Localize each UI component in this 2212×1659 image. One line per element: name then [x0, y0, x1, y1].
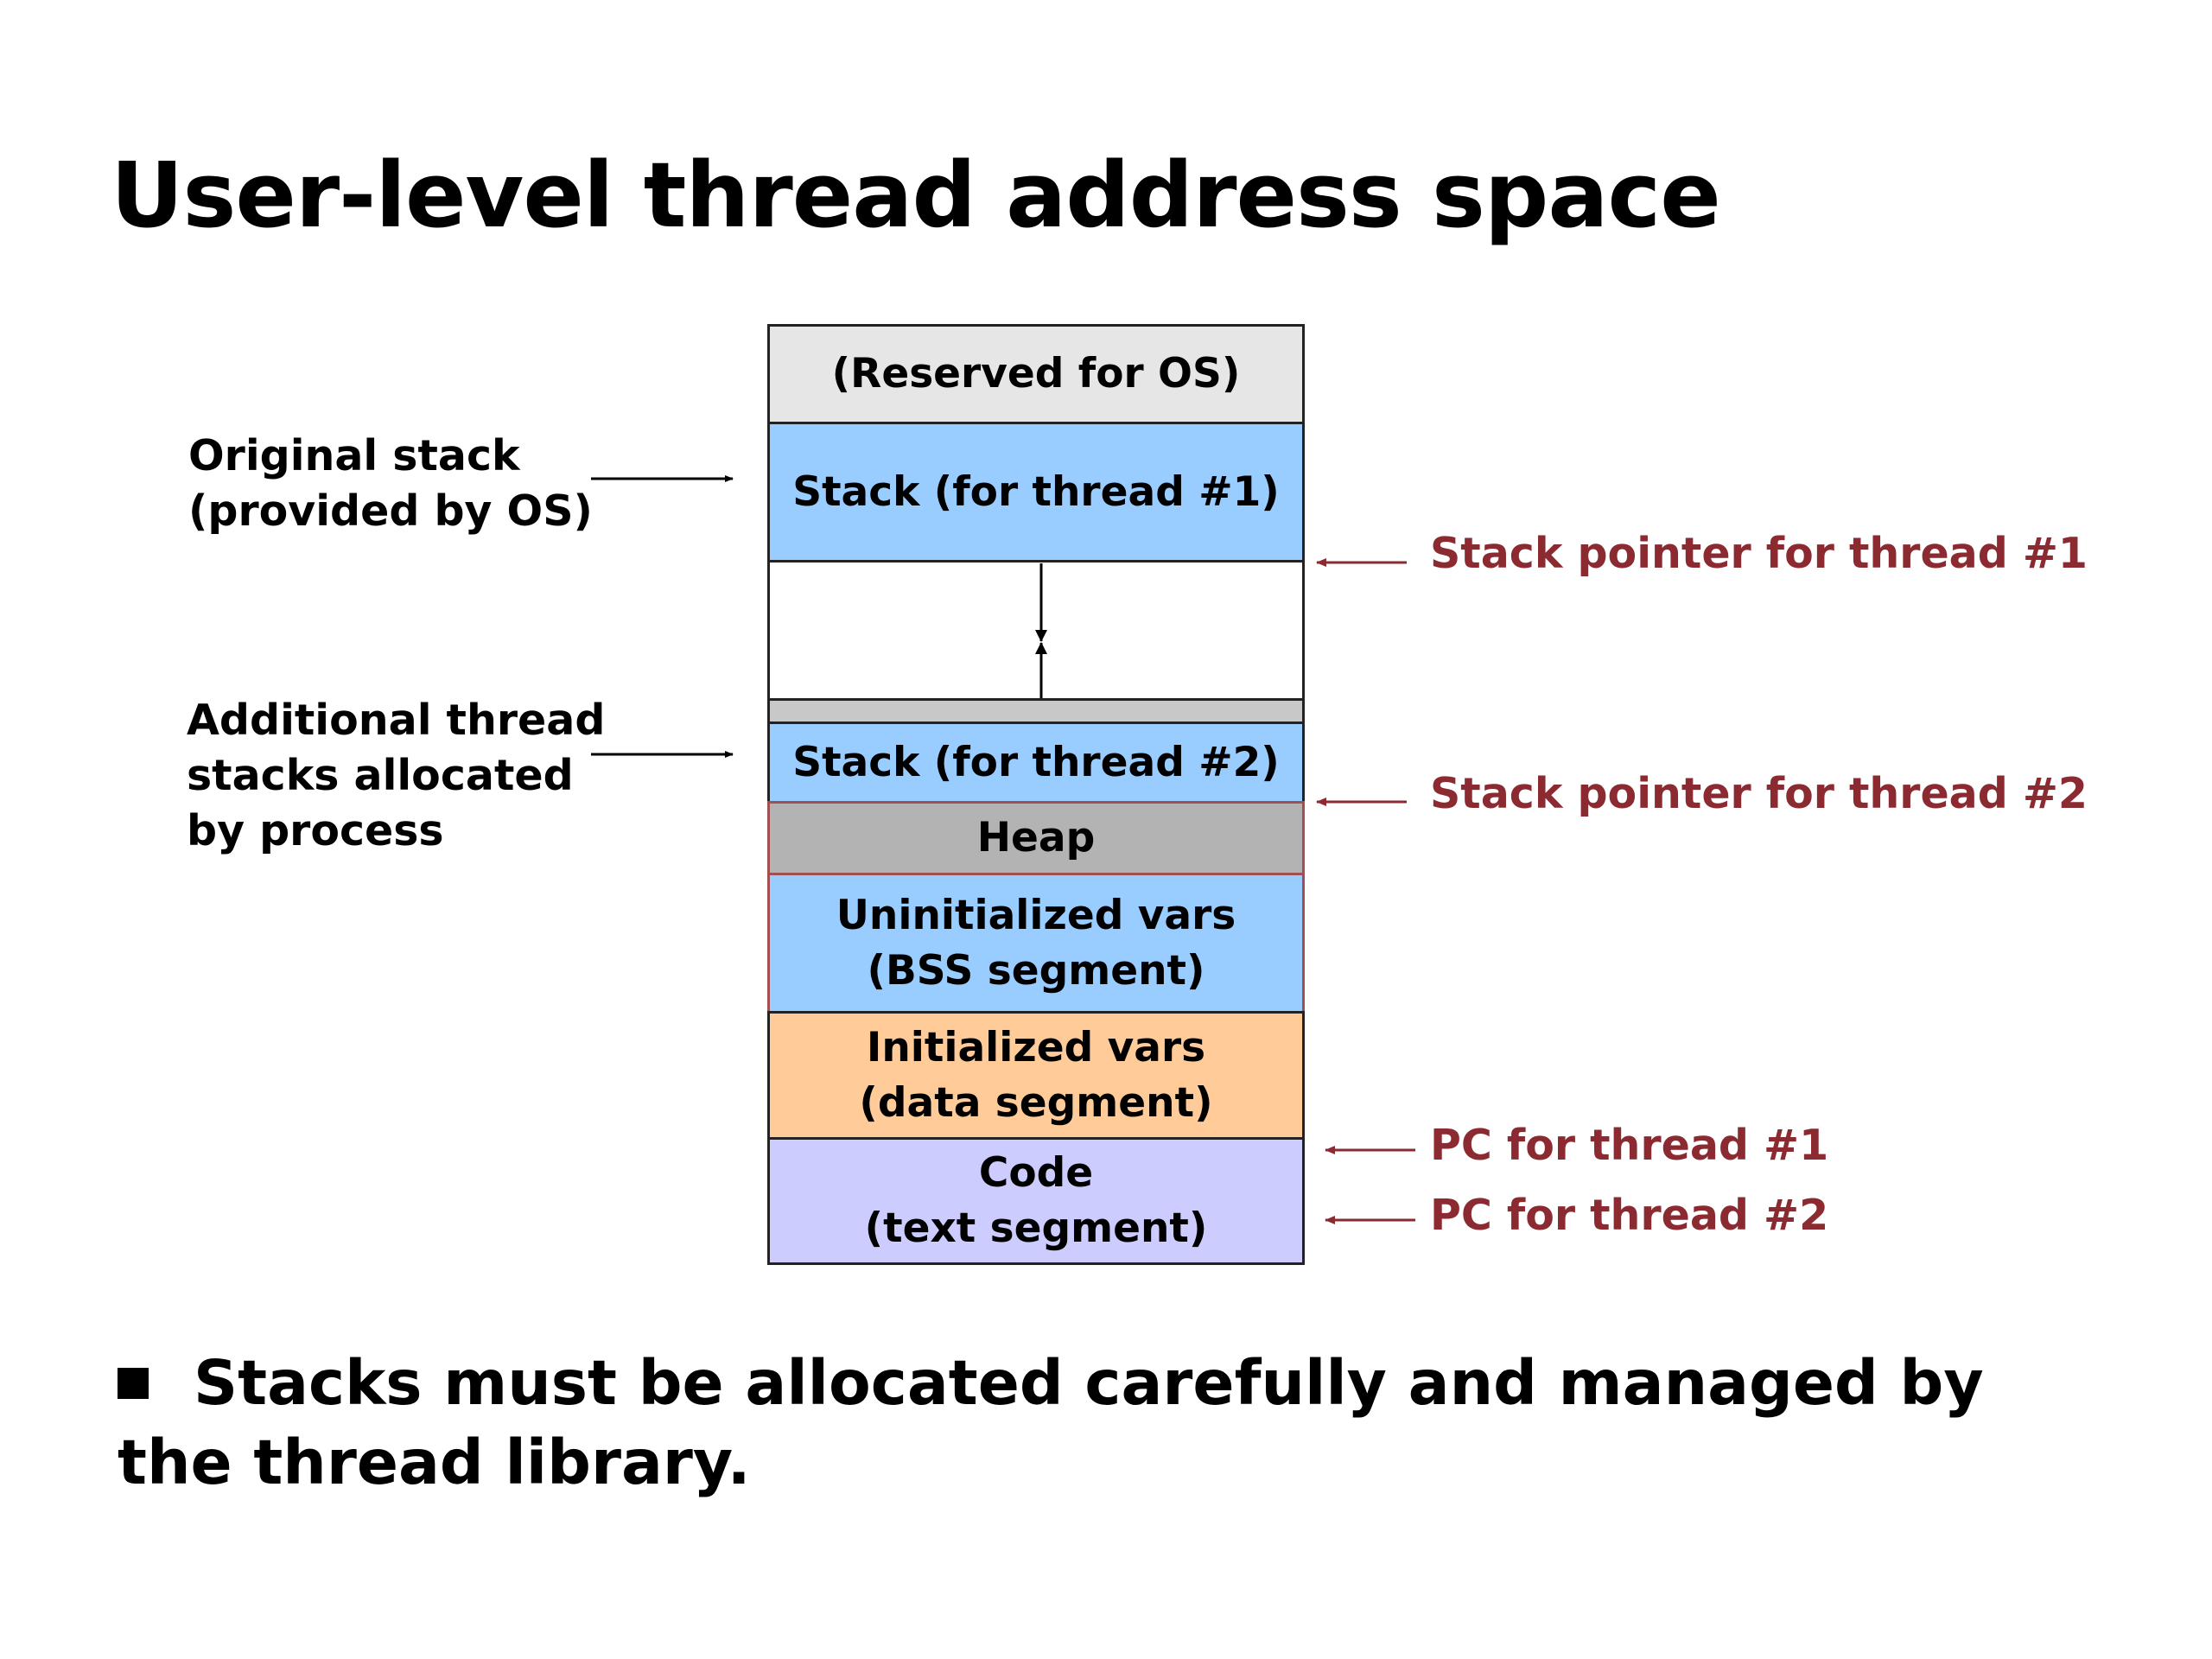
label-original-stack: Original stack (provided by OS)	[188, 431, 593, 536]
square-bullet-icon	[118, 1368, 149, 1399]
segment-reserved-os: (Reserved for OS)	[767, 324, 1305, 424]
segment-stack-thread-1: Stack (for thread #1)	[767, 422, 1305, 563]
label-additional-thread-stacks: Additional thread stacks allocated by pr…	[187, 696, 606, 855]
page-title: User-level thread address space	[111, 143, 1721, 248]
segment-data-label: Initialized vars (data segment)	[859, 1023, 1213, 1127]
segment-code: Code (text segment)	[767, 1137, 1305, 1265]
segment-heap-label: Heap	[976, 814, 1096, 861]
segment-code-label: Code (text segment)	[864, 1149, 1208, 1252]
segment-bss-label: Uninitialized vars (BSS segment)	[836, 891, 1236, 995]
label-pc-thread-1: PC for thread #1	[1430, 1121, 1829, 1170]
bullet-point: Stacks must be allocated carefully and m…	[118, 1344, 2105, 1503]
label-pc-thread-2: PC for thread #2	[1430, 1191, 1829, 1240]
bullet-text: Stacks must be allocated carefully and m…	[118, 1347, 1984, 1498]
segment-data: Initialized vars (data segment)	[767, 1011, 1305, 1140]
segment-bss: Uninitialized vars (BSS segment)	[767, 873, 1305, 1014]
segment-reserved-os-label: (Reserved for OS)	[831, 350, 1241, 397]
label-stack-pointer-thread-2: Stack pointer for thread #2	[1430, 769, 2088, 818]
segment-stack-thread-2-label: Stack (for thread #2)	[792, 738, 1280, 786]
label-stack-pointer-thread-1: Stack pointer for thread #1	[1430, 529, 2088, 578]
segment-stack-thread-1-label: Stack (for thread #1)	[792, 467, 1280, 516]
segment-heap: Heap	[767, 801, 1305, 875]
